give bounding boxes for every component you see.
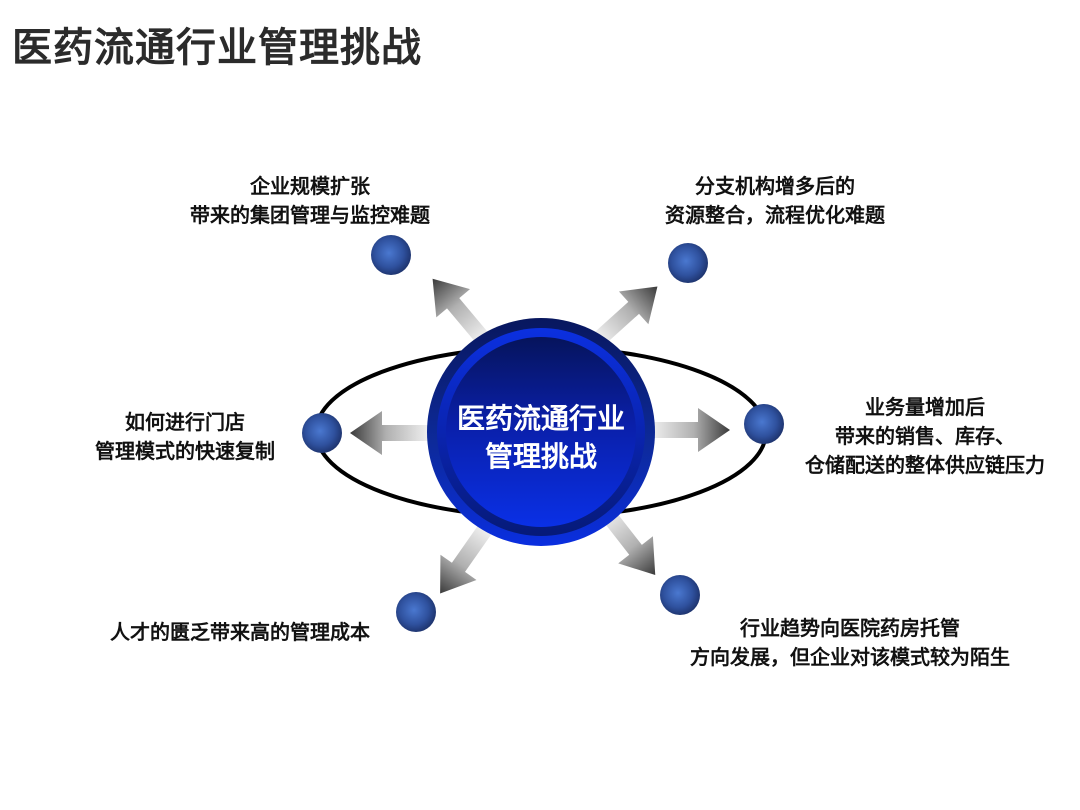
label-line: 如何进行门店 xyxy=(125,410,245,434)
challenge-label-top-left: 企业规模扩张 带来的集团管理与监控难题 xyxy=(150,172,470,230)
center-title: 医药流通行业 管理挑战 xyxy=(428,400,654,476)
center-circle xyxy=(427,318,655,546)
sphere-top-left xyxy=(371,235,411,275)
page-title: 医药流通行业管理挑战 xyxy=(12,25,422,71)
sphere-top-right xyxy=(668,243,708,283)
sphere-left xyxy=(302,413,342,453)
label-line: 方向发展，但企业对该模式较为陌生 xyxy=(690,645,1010,669)
arrow-right xyxy=(650,408,730,452)
challenge-label-top-right: 分支机构增多后的 资源整合，流程优化难题 xyxy=(620,172,930,230)
center-title-line2: 管理挑战 xyxy=(484,440,597,473)
arrow-left xyxy=(350,411,430,455)
label-line: 业务量增加后 xyxy=(865,395,985,419)
challenge-label-bottom-left: 人才的匮乏带来高的管理成本 xyxy=(70,618,410,647)
center-title-line1: 医药流通行业 xyxy=(456,402,625,435)
challenge-label-right: 业务量增加后 带来的销售、库存、 仓储配送的整体供应链压力 xyxy=(770,393,1080,480)
challenge-label-left: 如何进行门店 管理模式的快速复制 xyxy=(70,408,300,466)
sphere-right xyxy=(744,404,784,444)
label-line: 带来的销售、库存、 xyxy=(835,424,1015,448)
label-line: 行业趋势向医院药房托管 xyxy=(740,616,960,640)
label-line: 仓储配送的整体供应链压力 xyxy=(805,453,1045,477)
label-line: 资源整合，流程优化难题 xyxy=(665,203,885,227)
sphere-bottom-right xyxy=(660,575,700,615)
sphere-bottom-left xyxy=(396,592,436,632)
label-line: 企业规模扩张 xyxy=(250,174,370,198)
label-line: 管理模式的快速复制 xyxy=(95,439,275,463)
label-line: 人才的匮乏带来高的管理成本 xyxy=(110,620,370,644)
label-line: 带来的集团管理与监控难题 xyxy=(190,203,430,227)
challenge-label-bottom-right: 行业趋势向医院药房托管 方向发展，但企业对该模式较为陌生 xyxy=(640,614,1060,672)
label-line: 分支机构增多后的 xyxy=(695,174,855,198)
